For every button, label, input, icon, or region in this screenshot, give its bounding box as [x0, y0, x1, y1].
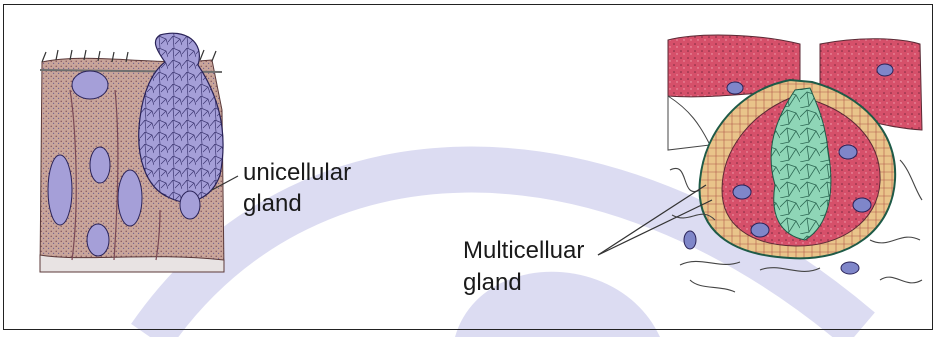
unicellular-label-line1: unicellular [243, 159, 351, 187]
multicellular-label-line1: Multicelluar [463, 237, 584, 265]
unicellular-label-line2: gland [243, 190, 302, 218]
multicellular-label-line2: gland [463, 269, 522, 297]
